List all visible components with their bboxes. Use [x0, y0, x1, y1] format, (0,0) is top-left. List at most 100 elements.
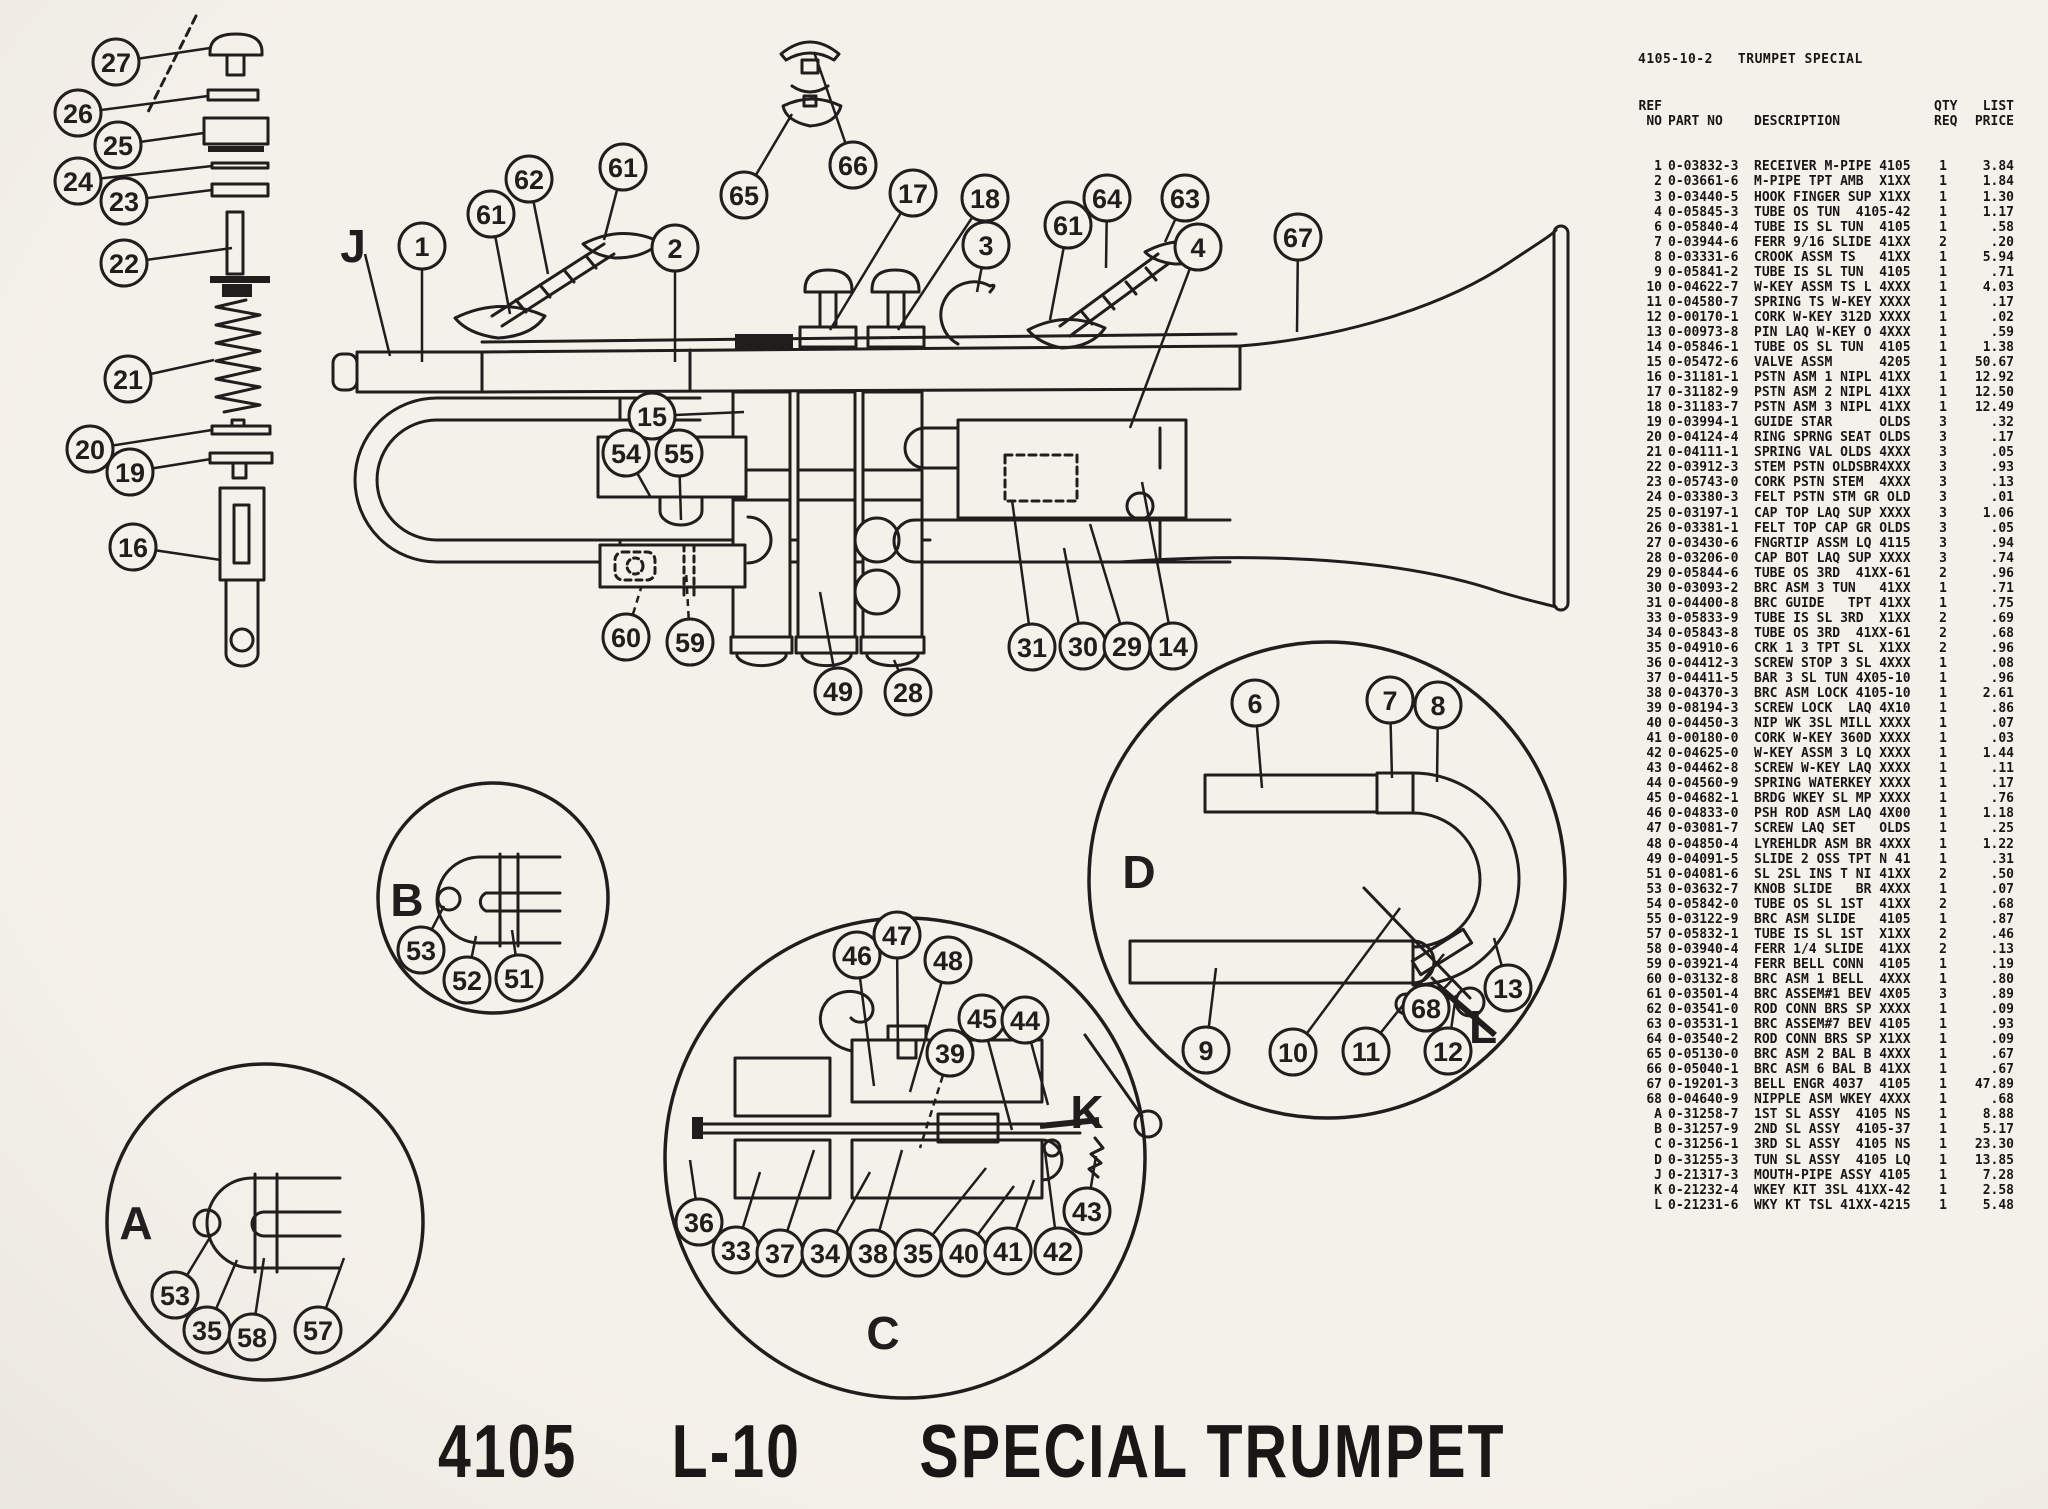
callout-number-9: 9 [1198, 1036, 1213, 1066]
cell-qty: 1 [1939, 264, 1947, 280]
callout-circle-65 [719, 170, 769, 220]
cell-ref: L [1654, 1197, 1662, 1213]
cell-ref: 47 [1646, 821, 1662, 837]
cell-ref: 30 [1646, 580, 1662, 596]
cell-ref: 40 [1646, 716, 1662, 732]
callout-circle-44 [1000, 995, 1050, 1045]
callout-number-18: 18 [970, 184, 1000, 214]
cell-part: 0-05845-3 [1668, 204, 1739, 220]
cell-ref: 43 [1646, 761, 1662, 777]
cell-part: 0-03122-9 [1668, 911, 1739, 927]
cell-ref: 4 [1654, 204, 1662, 220]
callout-number-59: 59 [675, 628, 705, 658]
cell-ref: 31 [1646, 595, 1662, 611]
cell-part: 0-04580-7 [1668, 294, 1739, 310]
callout-number-58: 58 [237, 1323, 267, 1353]
cell-part: 0-05840-4 [1668, 219, 1739, 235]
callout-number-61: 61 [1053, 211, 1083, 241]
callout-circle-46 [832, 930, 882, 980]
cell-qty: 3 [1939, 445, 1947, 461]
cell-ref: 67 [1646, 1077, 1662, 1093]
cell-desc: TUBE IS SL 1ST X1XX [1754, 926, 1911, 942]
cell-qty: 3 [1939, 987, 1947, 1002]
callout-number-52: 52 [452, 966, 482, 996]
cell-qty: 1 [1939, 1107, 1947, 1123]
pipe-ferrule [735, 334, 793, 351]
cell-desc: NIP WK 3SL MILL XXXX [1754, 716, 1911, 732]
cell-ref: 42 [1646, 746, 1662, 762]
cell-ref: 57 [1646, 926, 1662, 942]
cell-price: 5.94 [1982, 249, 2014, 265]
callout-number-40: 40 [949, 1239, 979, 1269]
cell-part: 0-03501-4 [1668, 987, 1739, 1002]
cell-ref: 20 [1646, 430, 1662, 446]
callout-circle-55 [654, 428, 704, 478]
callout-circle-43 [1062, 1186, 1112, 1236]
cell-qty: 1 [1939, 746, 1947, 762]
cell-desc: TUBE IS SL TUN 4105 [1754, 219, 1911, 235]
cell-price: 13.85 [1974, 1152, 2014, 1168]
cell-qty: 1 [1939, 956, 1947, 972]
callout-number-22: 22 [109, 249, 139, 279]
cell-desc: ROD CONN BRS SP XXXX [1754, 1002, 1911, 1018]
callout-number-30: 30 [1068, 632, 1098, 662]
cell-qty: 1 [1939, 580, 1947, 596]
callout-circle-41 [983, 1226, 1033, 1276]
cell-ref: 21 [1646, 445, 1662, 461]
cell-price: .93 [1990, 1017, 2014, 1033]
cell-desc: DESCRIPTION [1754, 114, 1841, 130]
cell-part: 0-04622-7 [1668, 279, 1739, 295]
cell-price: .07 [1990, 881, 2014, 897]
cell-desc: BRC ASM 6 BAL B 41XX [1754, 1062, 1911, 1078]
callout-number-49: 49 [823, 677, 853, 707]
cell-part: 0-03380-3 [1668, 490, 1739, 506]
callout-number-66: 66 [838, 151, 868, 181]
detail-letter-B: B [390, 874, 423, 926]
cell-price: .96 [1990, 565, 2014, 581]
cell-qty: 1 [1939, 174, 1947, 190]
stem-part [210, 210, 270, 297]
cell-desc: FERR BELL CONN 4105 [1754, 956, 1911, 972]
callout-number-63: 63 [1170, 184, 1200, 214]
callout-circle-34 [800, 1228, 850, 1278]
cell-part: 0-05833-9 [1668, 610, 1739, 626]
cell-desc: TUBE OS SL TUN 4105 [1754, 339, 1911, 355]
cell-price: 1.22 [1982, 836, 2014, 852]
cell-ref: 14 [1646, 339, 1662, 355]
cell-part: 0-05842-0 [1668, 896, 1739, 912]
cell-qty: 1 [1939, 911, 1947, 927]
detail-d-tuning-slide [1128, 771, 1521, 1018]
callout-circle-6 [1230, 678, 1280, 728]
callout-circle-57 [293, 1305, 343, 1355]
cell-ref: 2 [1654, 174, 1662, 190]
cell-ref: 33 [1646, 610, 1662, 626]
cell-price: 7.28 [1982, 1167, 2014, 1183]
cell-price: 1.84 [1982, 174, 2014, 190]
cell-price: .68 [1990, 625, 2014, 641]
cell-price: .02 [1990, 309, 2014, 325]
cell-price: .67 [1990, 1062, 2014, 1078]
cell-price: .96 [1990, 671, 2014, 687]
callout-number-17: 17 [898, 179, 928, 209]
callout-number-64: 64 [1092, 184, 1122, 214]
cell-price: .32 [1990, 415, 2014, 431]
detail-circle-A [105, 1062, 425, 1382]
valve-stems [798, 268, 926, 349]
